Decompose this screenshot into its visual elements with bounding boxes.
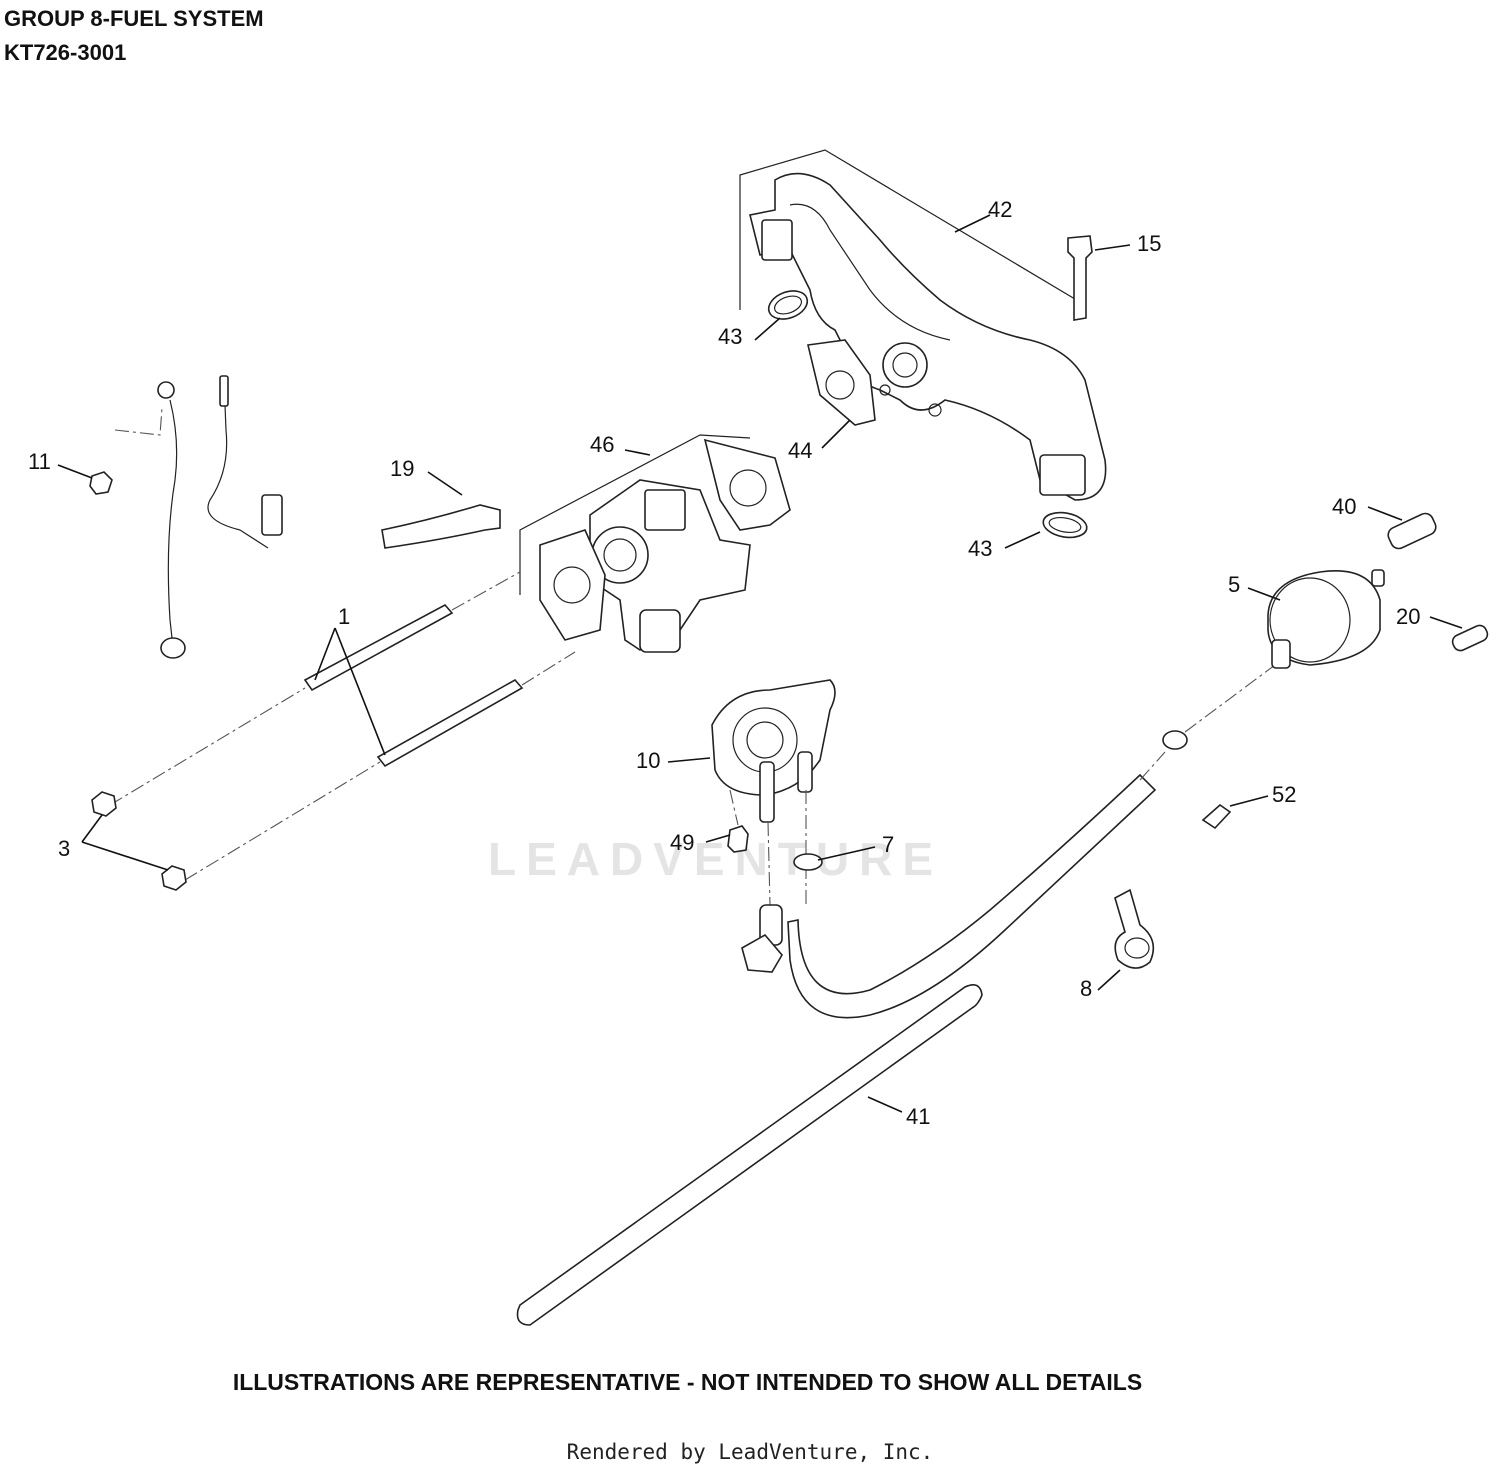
carburetor-studs[interactable] [303, 603, 524, 768]
carburetor-gasket-rear[interactable] [703, 438, 791, 531]
manifold-gasket-lower[interactable] [1041, 509, 1088, 540]
vent-hose[interactable] [381, 504, 501, 549]
callout-7: 7 [882, 832, 894, 857]
stud-nuts[interactable] [91, 791, 187, 891]
callout-1: 1 [338, 604, 350, 629]
callout-46: 46 [590, 432, 614, 457]
callout-10: 10 [636, 748, 660, 773]
fuel-line-hose[interactable] [741, 773, 1157, 1019]
manifold-bolt[interactable] [1067, 235, 1093, 321]
callout-5: 5 [1228, 572, 1240, 597]
watermark-text: LEADVENTURE [488, 833, 944, 885]
callout-42: 42 [988, 197, 1012, 222]
carburetor[interactable] [519, 434, 751, 653]
pump-screw[interactable] [727, 825, 749, 853]
intake-gasket[interactable] [807, 339, 876, 426]
callout-49: 49 [670, 830, 694, 855]
callout-11: 11 [28, 449, 51, 474]
model-number: KT726-3001 [4, 40, 127, 65]
callout-15: 15 [1137, 231, 1161, 256]
fuel-fitting[interactable] [1201, 803, 1232, 830]
hose-clip[interactable] [1114, 888, 1155, 969]
callout-3: 3 [58, 836, 70, 861]
diagram-title: GROUP 8-FUEL SYSTEM [4, 6, 264, 31]
render-credit: Rendered by LeadVenture, Inc. [566, 1440, 934, 1464]
illustration-notice: ILLUSTRATIONS ARE REPRESENTATIVE - NOT I… [232, 1369, 1143, 1395]
callout-43-lower: 43 [968, 536, 992, 561]
hose-clamp-small[interactable] [793, 853, 823, 871]
fuel-hose-long[interactable] [516, 984, 983, 1326]
callout-40: 40 [1332, 494, 1356, 519]
carburetor-gasket-front[interactable] [539, 529, 606, 641]
intake-manifold[interactable] [739, 149, 1107, 501]
fuel-filter[interactable] [1267, 569, 1385, 669]
fuel-pump[interactable] [711, 679, 836, 823]
callout-19: 19 [390, 456, 414, 481]
manifold-gasket-upper[interactable] [765, 286, 811, 324]
hose-clamp-filter[interactable] [1162, 730, 1188, 750]
ground-wire-harness[interactable] [114, 375, 283, 659]
fuel-plug[interactable] [1450, 623, 1489, 653]
callout-52: 52 [1272, 782, 1296, 807]
filter-sleeve[interactable] [1386, 511, 1439, 551]
ground-screw[interactable] [89, 471, 113, 495]
callout-44: 44 [788, 438, 812, 463]
callout-8: 8 [1080, 976, 1092, 1001]
callout-20: 20 [1396, 604, 1420, 629]
callout-41: 41 [906, 1104, 930, 1129]
callout-43-upper: 43 [718, 324, 742, 349]
